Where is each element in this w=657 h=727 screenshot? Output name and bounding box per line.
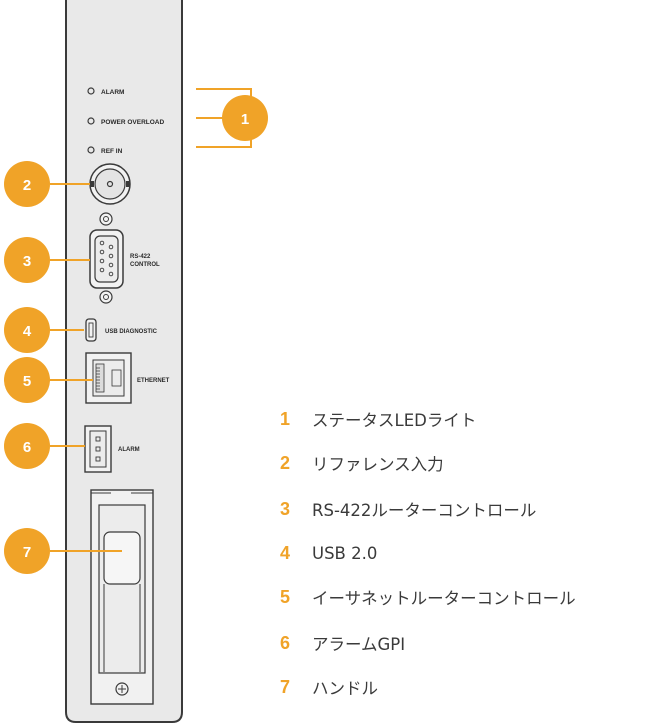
led-alarm-indicator <box>87 87 95 95</box>
legend-number: 2 <box>280 452 291 473</box>
legend-item: 7 ハンドル <box>278 672 378 702</box>
rs422-label-line1: RS-422 <box>130 254 151 260</box>
legend-item: 4 USB 2.0 <box>278 538 377 568</box>
led-power-overload-indicator <box>87 117 95 125</box>
legend-text: RS-422ルーターコントロール <box>312 501 537 520</box>
legend-item: 1 ステータスLEDライト <box>278 404 476 434</box>
led-alarm-label: ALARM <box>101 89 124 96</box>
ethernet-port: ETHERNET <box>85 352 170 404</box>
callout-badge-3: 3 <box>4 237 50 283</box>
svg-text:3: 3 <box>23 253 31 270</box>
svg-text:7: 7 <box>23 544 31 561</box>
legend-number: 5 <box>280 586 291 607</box>
status-leds: ALARM POWER OVERLOAD REF IN <box>87 87 165 155</box>
legend-text: イーサネットルーターコントロール <box>312 589 576 608</box>
legend-item: 6 アラームGPI <box>278 628 405 658</box>
rs422-connector: RS-422 CONTROL <box>89 212 160 304</box>
led-ref-in-indicator <box>87 146 95 154</box>
legend-number: 3 <box>280 498 291 519</box>
handle <box>90 489 154 705</box>
callout-badge-5: 5 <box>4 357 50 403</box>
usb-port: USB DIAGNOSTIC <box>85 318 158 342</box>
callout-badge-6: 6 <box>4 423 50 469</box>
callout-badge-7: 7 <box>4 528 50 574</box>
svg-text:2: 2 <box>23 177 31 194</box>
legend-text: ハンドル <box>312 679 378 698</box>
alarm-gpi-connector: ALARM <box>84 425 140 473</box>
legend-text: アラームGPI <box>312 635 406 654</box>
led-ref-in-label: REF IN <box>101 148 123 155</box>
ethernet-label: ETHERNET <box>137 378 170 384</box>
legend-item: 2 リファレンス入力 <box>278 448 444 478</box>
reference-bnc-connector <box>89 163 131 205</box>
callout-badge-4: 4 <box>4 307 50 353</box>
callout-badge-1: 1 <box>222 95 268 141</box>
legend-item: 3 RS-422ルーターコントロール <box>278 494 536 524</box>
legend-text: USB 2.0 <box>312 543 378 563</box>
legend-number: 7 <box>280 676 291 697</box>
legend-number: 6 <box>280 632 291 653</box>
svg-text:1: 1 <box>241 111 249 128</box>
svg-text:5: 5 <box>23 373 31 390</box>
callout-badge-2: 2 <box>4 161 50 207</box>
rs422-label-line2: CONTROL <box>130 262 160 268</box>
svg-text:4: 4 <box>23 323 32 340</box>
legend-number: 1 <box>280 408 291 429</box>
legend-item: 5 イーサネットルーターコントロール <box>278 582 576 612</box>
alarm-connector-label: ALARM <box>118 447 140 453</box>
legend-text: リファレンス入力 <box>312 455 444 474</box>
legend-text: ステータスLEDライト <box>312 411 477 430</box>
usb-label: USB DIAGNOSTIC <box>105 329 158 335</box>
svg-text:6: 6 <box>23 439 31 456</box>
legend-number: 4 <box>280 542 291 563</box>
led-power-overload-label: POWER OVERLOAD <box>101 119 165 126</box>
